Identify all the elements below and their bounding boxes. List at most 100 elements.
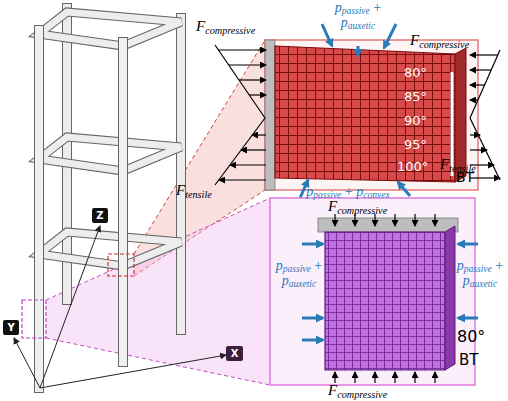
coordinate-axes [40, 355, 226, 388]
pressure-arrow [384, 24, 396, 48]
force-arrow [219, 179, 266, 180]
force-arrow [414, 372, 415, 383]
building-frame [39, 232, 181, 266]
building-frame [34, 30, 44, 388]
coordinate-axes [14, 338, 40, 388]
math-symbol: Fcompressive [328, 198, 387, 214]
math-symbol: ppassive [457, 258, 492, 273]
building-frame [177, 18, 185, 330]
angle-label: 95° [404, 138, 448, 152]
pressure-label: ppassive + pauxetic [271, 258, 327, 289]
detail-marker [108, 254, 134, 276]
force-arrow [334, 372, 335, 383]
math-symbol: pauxetic [341, 15, 375, 30]
building-frame [35, 30, 43, 388]
detail-marker [22, 300, 46, 338]
column-inset [325, 232, 445, 370]
building-frame [39, 137, 181, 171]
joint-inset [265, 40, 478, 190]
pressure-arrow [458, 243, 478, 246]
force-arrow [470, 134, 480, 135]
force-arrow [218, 49, 266, 50]
math-symbol: Fcompressive [196, 18, 255, 34]
math-subscript: compressive [419, 39, 469, 50]
force-arrow [470, 84, 485, 85]
angle-label: 80° [404, 66, 448, 80]
axis-tag: X [226, 346, 243, 361]
math-symbol: Fcompressive [410, 32, 469, 48]
pressure-arrow [302, 317, 323, 320]
force-label: Fcompressive [328, 198, 438, 215]
angle-label: 90° [404, 114, 448, 128]
force-arrow [470, 54, 498, 55]
force-arrow [215, 45, 265, 118]
detail-marker [22, 254, 134, 338]
force-label: Fcompressive [328, 382, 438, 399]
coordinate-axes [14, 226, 226, 388]
force-label: Fcompressive [196, 18, 296, 35]
force-arrow [374, 372, 375, 383]
force-arrow [241, 149, 266, 150]
axis-tag: Y [3, 320, 19, 335]
force-arrow [239, 79, 266, 80]
axis-label: Z [96, 210, 103, 221]
force-arrow [414, 214, 415, 226]
pressure-arrow [458, 317, 478, 320]
force-arrow [394, 372, 395, 383]
building-frame [39, 232, 181, 266]
pressure-label: ppassive + pconvex [268, 184, 428, 199]
force-arrow [470, 69, 491, 70]
force-arrow [434, 372, 435, 383]
pressure-arrow [300, 24, 410, 198]
force-label: Ftensile [176, 182, 256, 199]
math-subscript: auxetic [348, 22, 375, 32]
force-arrow [354, 372, 355, 383]
pressure-label: ppassive + pauxetic [452, 258, 508, 289]
force-arrow [252, 134, 266, 135]
axis-label: X [231, 348, 239, 359]
column-inset [445, 226, 455, 370]
force-arrow [470, 50, 500, 118]
building-frame [39, 8, 181, 388]
math-subscript: tensile [185, 189, 212, 200]
force-arrow [335, 214, 435, 383]
pressure-arrow [302, 243, 323, 246]
force-arrow [354, 214, 355, 226]
force-arrow [249, 94, 266, 95]
joint-inset [455, 48, 466, 182]
joint-inset [451, 72, 454, 176]
force-arrow [470, 149, 487, 150]
building-frame [118, 42, 128, 362]
force-arrow [229, 64, 266, 65]
math-symbol: pauxetic [463, 273, 497, 288]
building-frame [39, 12, 181, 46]
force-arrow [394, 214, 395, 226]
force-arrow [215, 118, 265, 185]
math-subscript: passive [342, 6, 370, 16]
math-symbol: ppassive [306, 184, 341, 199]
axis-tag: Z [92, 208, 108, 223]
lattice-type-label: BT [459, 352, 499, 369]
angle-label: 80° [457, 328, 507, 346]
coordinate-axes [40, 226, 100, 388]
math-subscript: auxetic [289, 280, 316, 290]
column-inset [270, 198, 475, 385]
pressure-arrow [322, 24, 332, 46]
building-frame [39, 137, 181, 171]
force-arrow [230, 164, 266, 165]
joint-inset [265, 40, 478, 190]
zoom-connector [46, 40, 270, 385]
math-subscript: compressive [205, 25, 255, 36]
axis-label: Y [7, 322, 14, 333]
math-subscript: compressive [337, 389, 387, 400]
force-arrow [434, 214, 435, 226]
force-arrow [374, 214, 375, 226]
building-frame [176, 18, 186, 330]
force-arrow [470, 99, 478, 100]
math-symbol: Ftensile [176, 182, 212, 198]
math-subscript: convex [363, 190, 389, 200]
angle-label: 100° [397, 160, 447, 174]
pressure-label: ppassive + pauxetic [330, 0, 386, 31]
